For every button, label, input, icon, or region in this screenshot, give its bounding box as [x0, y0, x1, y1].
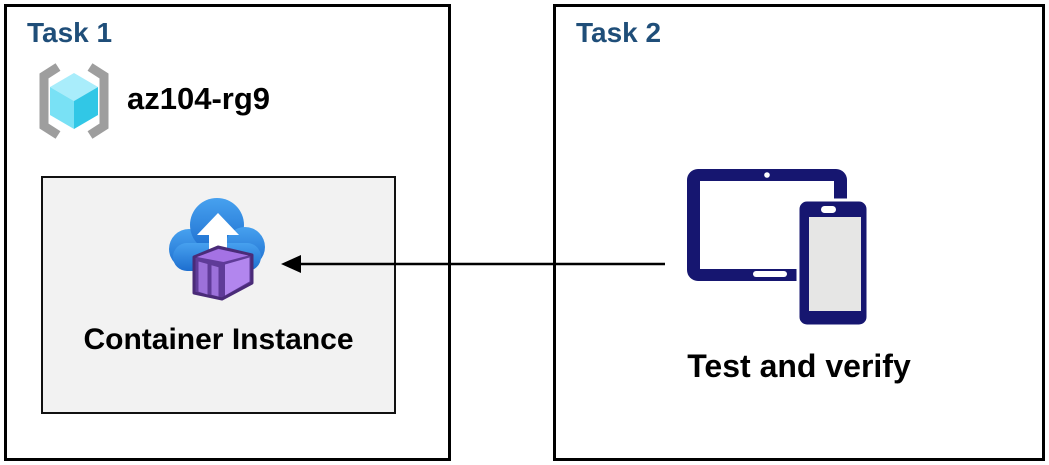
tablet-home-bar-icon [753, 271, 787, 277]
container-instances-icon [169, 198, 265, 301]
task2-panel: Task 2 Test and verify [553, 4, 1045, 461]
container-cube-icon [192, 245, 254, 301]
devices-icon [687, 169, 870, 328]
left-bracket-icon [39, 63, 61, 139]
upload-arrow-icon [197, 213, 239, 267]
resource-group-icon [39, 63, 109, 139]
devices-label: Test and verify [687, 348, 911, 384]
arrowhead-icon [281, 255, 301, 273]
container-instance-label: Container Instance [83, 323, 354, 356]
container-instance-box: Container Instance [41, 176, 396, 414]
tablet-camera-icon [764, 172, 770, 178]
right-bracket-icon [87, 63, 109, 139]
resource-group-name: az104-rg9 [127, 81, 271, 116]
arrow-connector [281, 255, 665, 273]
task2-title: Task 2 [576, 17, 662, 48]
task1-title: Task 1 [27, 17, 113, 48]
phone-speaker-icon [821, 206, 836, 213]
task1-panel: Task 1 az104-rg9 [4, 4, 451, 461]
phone-icon [796, 198, 870, 328]
cube-icon [50, 73, 98, 129]
